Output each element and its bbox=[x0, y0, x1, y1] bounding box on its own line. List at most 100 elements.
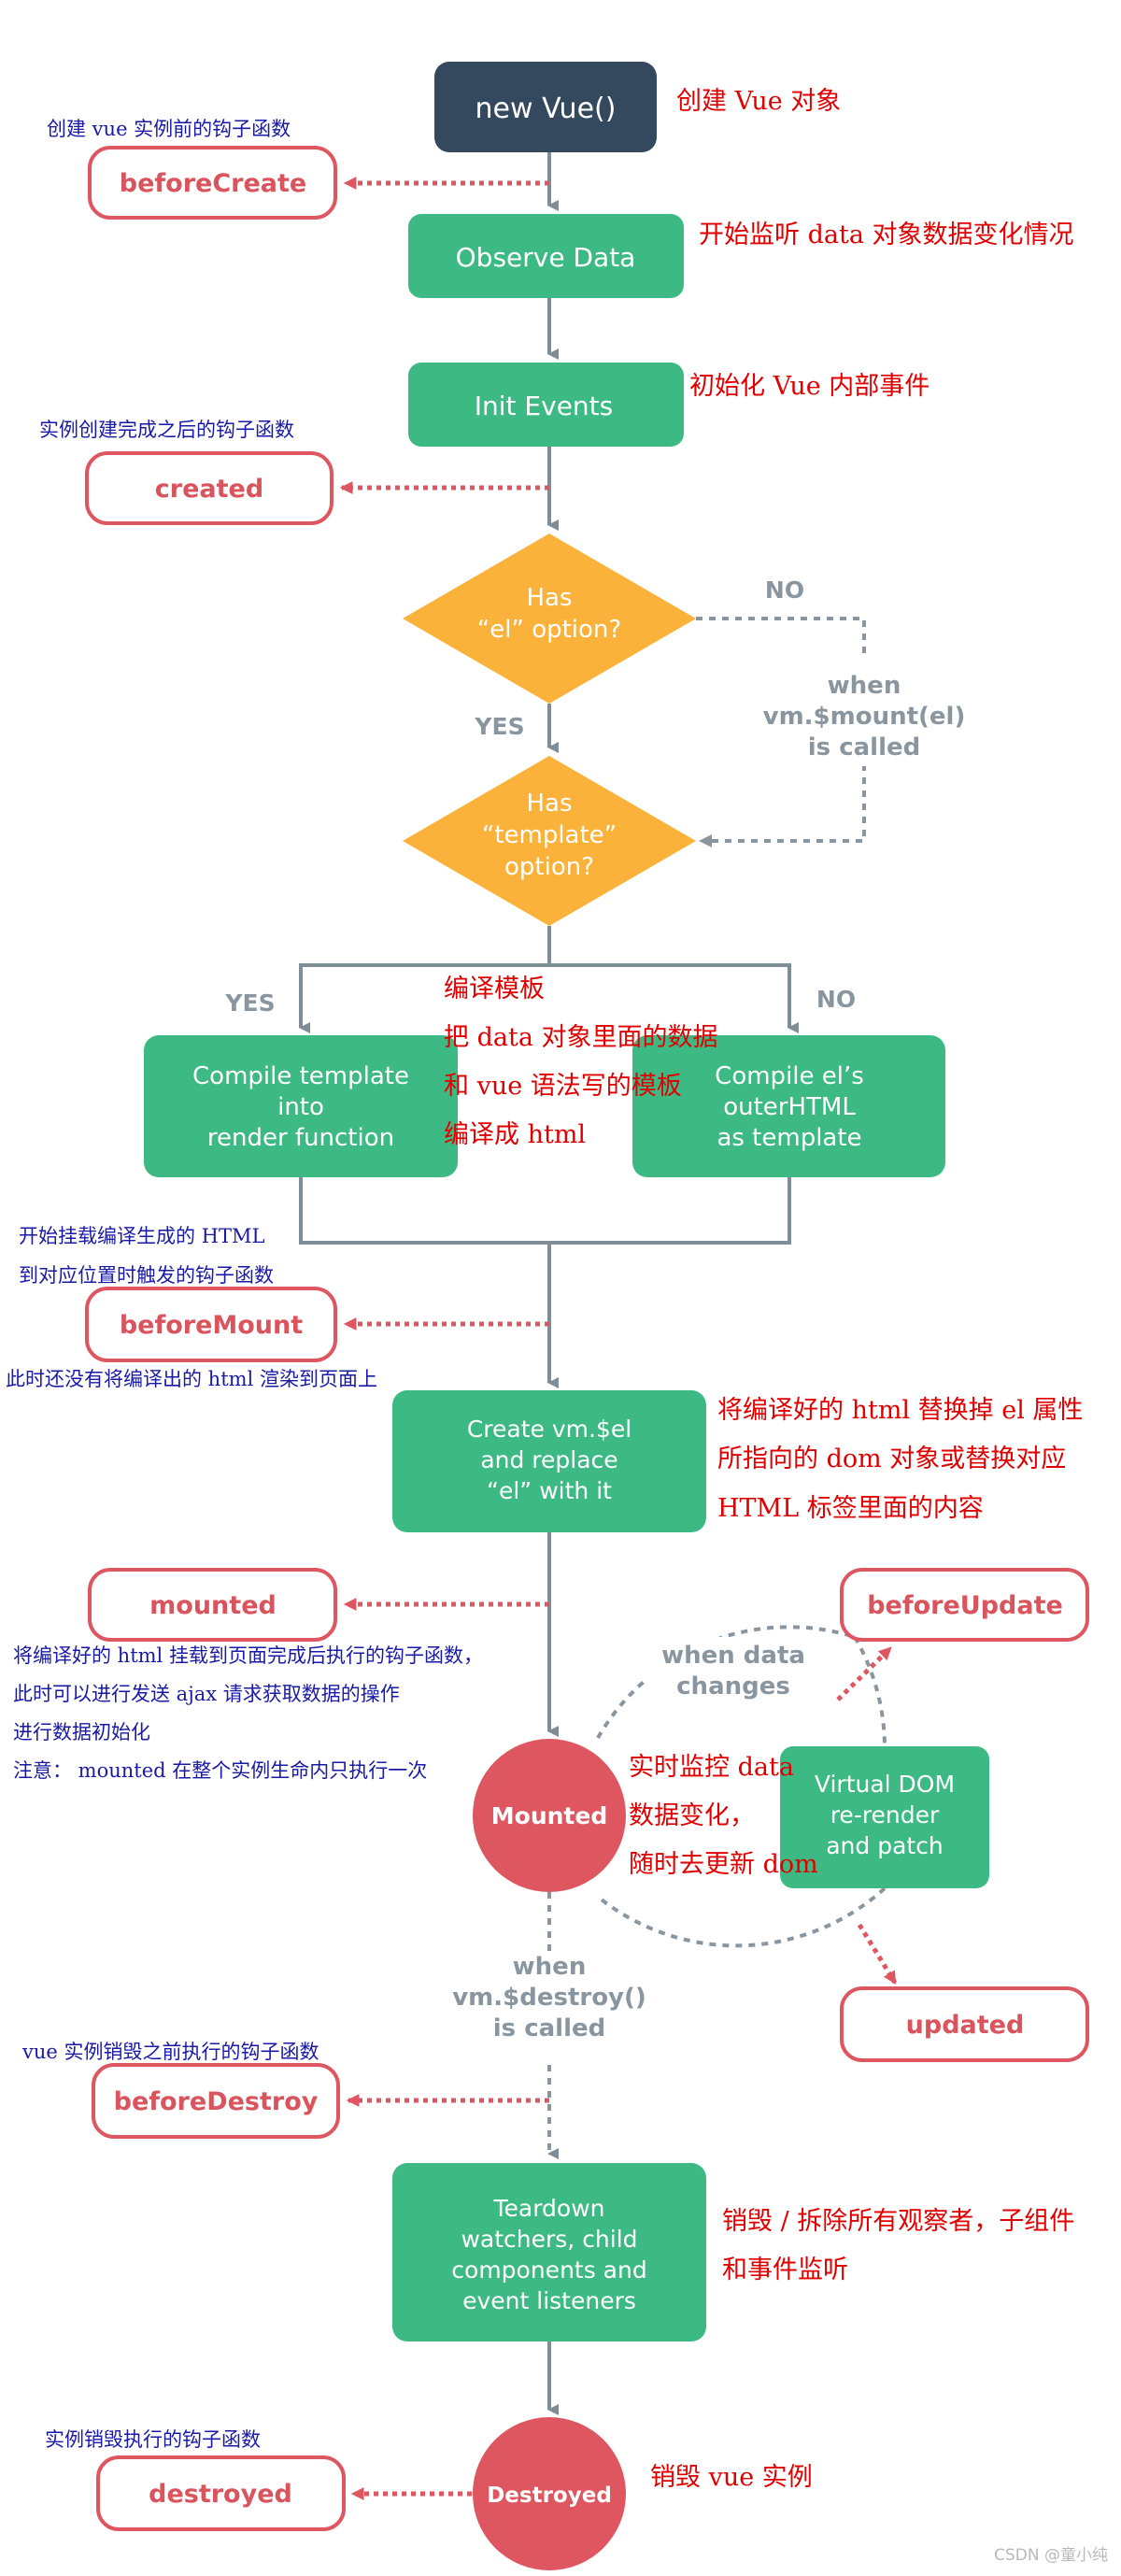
update-cycle-arc-right bbox=[853, 1635, 887, 1747]
when-destroy-line-1: when bbox=[513, 1953, 587, 1981]
note-mounted-1: 将编译好的 html 挂载到页面完成后执行的钩子函数， bbox=[13, 1644, 483, 1667]
update-cycle-arc-bottom bbox=[596, 1886, 887, 1948]
node-virtual-dom: Virtual DOM re-render and patch bbox=[780, 1746, 989, 1888]
yes-label-1: YES bbox=[474, 713, 524, 740]
yes-label-2: YES bbox=[224, 989, 275, 1017]
has-template-line-3: option? bbox=[504, 853, 594, 881]
hook-connectors bbox=[339, 177, 898, 2500]
node-compile-template: Compile template into render function bbox=[144, 1035, 458, 1177]
note-destroyed-hook: 实例销毁执行的钩子函数 bbox=[45, 2428, 261, 2451]
note-mounted-4: 注意： mounted 在整个实例生命内只执行一次 bbox=[13, 1759, 428, 1782]
flow-lines bbox=[299, 152, 799, 2415]
hook-before-destroy[interactable]: beforeDestroy bbox=[92, 2063, 340, 2139]
has-el-line-1: Has bbox=[526, 584, 572, 612]
note-compile-4: 编译成 html bbox=[444, 1120, 587, 1149]
note-init-events: 初始化 Vue 内部事件 bbox=[689, 372, 930, 401]
has-template-line-2: “template” bbox=[482, 821, 617, 849]
note-before-create: 创建 vue 实例前的钩子函数 bbox=[47, 118, 291, 140]
hook-before-update[interactable]: beforeUpdate bbox=[840, 1568, 1089, 1642]
connector-updated bbox=[857, 1923, 898, 1985]
virtual-dom-line-2: re-render bbox=[830, 1801, 940, 1829]
virtual-dom-line-1: Virtual DOM bbox=[815, 1771, 955, 1798]
no-label-2: NO bbox=[816, 986, 856, 1013]
compile-el-line-1: Compile el’s bbox=[715, 1062, 864, 1090]
when-destroy-line-2: vm.$destroy() bbox=[452, 1984, 646, 2012]
note-observe: 开始监听 data 对象数据变化情况 bbox=[699, 221, 1074, 249]
created-label: created bbox=[155, 475, 263, 504]
no-label-1: NO bbox=[765, 576, 804, 604]
virtual-dom-line-3: and patch bbox=[826, 1832, 944, 1859]
when-data-line-2: changes bbox=[676, 1672, 790, 1701]
hook-before-create[interactable]: beforeCreate bbox=[88, 146, 337, 220]
hook-updated[interactable]: updated bbox=[840, 1986, 1089, 2062]
compile-el-line-3: as template bbox=[717, 1124, 861, 1152]
destroyed-label: destroyed bbox=[149, 2480, 292, 2509]
when-mount-line-1: when bbox=[828, 672, 901, 700]
note-compile-3: 和 vue 语法写的模板 bbox=[444, 1072, 682, 1101]
hook-mounted[interactable]: mounted bbox=[88, 1568, 337, 1642]
updated-label: updated bbox=[906, 2011, 1025, 2040]
before-create-label: beforeCreate bbox=[120, 169, 306, 198]
node-new-vue: new Vue() bbox=[434, 62, 657, 152]
decision-has-template: Has “template” option? bbox=[403, 756, 696, 926]
has-el-line-2: “el” option? bbox=[477, 616, 621, 644]
teardown-line-4: event listeners bbox=[462, 2287, 636, 2314]
mounted-label: mounted bbox=[149, 1591, 277, 1620]
destroyed-state-label: Destroyed bbox=[487, 2483, 612, 2508]
compile-el-line-2: outerHTML bbox=[723, 1093, 856, 1121]
node-compile-el: Compile el’s outerHTML as template bbox=[632, 1035, 945, 1177]
state-mounted: Mounted bbox=[473, 1739, 626, 1892]
create-el-line-3: “el” with it bbox=[487, 1477, 612, 1504]
note-compile-1: 编译模板 bbox=[444, 975, 545, 1003]
has-template-line-1: Has bbox=[526, 790, 572, 818]
note-before-mount-after: 此时还没有将编译出的 html 渲染到页面上 bbox=[6, 1368, 377, 1390]
compile-template-line-1: Compile template bbox=[192, 1062, 409, 1090]
when-destroy-line-3: is called bbox=[493, 2014, 605, 2042]
hook-created[interactable]: created bbox=[85, 451, 333, 525]
note-create-el-1: 将编译好的 html 替换掉 el 属性 bbox=[717, 1396, 1084, 1425]
note-update-1: 实时监控 data bbox=[629, 1753, 794, 1782]
note-before-destroy: vue 实例销毁之前执行的钩子函数 bbox=[22, 2041, 319, 2063]
arrow-into-template bbox=[699, 834, 712, 847]
node-observe-data: Observe Data bbox=[408, 214, 684, 298]
before-destroy-label: beforeDestroy bbox=[114, 2087, 319, 2116]
when-data-line-1: when data bbox=[661, 1642, 805, 1670]
note-compile-2: 把 data 对象里面的数据 bbox=[444, 1023, 718, 1052]
mounted-state-label: Mounted bbox=[491, 1802, 607, 1829]
note-create-el-3: HTML 标签里面的内容 bbox=[717, 1494, 984, 1523]
note-teardown-2: 和事件监听 bbox=[722, 2256, 848, 2284]
watermark: CSDN @童小纯 bbox=[994, 2546, 1108, 2565]
note-before-mount-1: 开始挂载编译生成的 HTML bbox=[19, 1225, 265, 1247]
when-mount-bg bbox=[747, 654, 981, 766]
when-mount-line-2: vm.$mount(el) bbox=[763, 703, 966, 731]
hook-destroyed[interactable]: destroyed bbox=[96, 2455, 346, 2531]
new-vue-label: new Vue() bbox=[475, 93, 617, 125]
observe-data-label: Observe Data bbox=[456, 242, 636, 273]
before-mount-label: beforeMount bbox=[120, 1311, 303, 1340]
hook-before-mount[interactable]: beforeMount bbox=[85, 1287, 337, 1362]
node-create-el: Create vm.$el and replace “el” with it bbox=[392, 1390, 706, 1532]
compile-template-line-3: render function bbox=[207, 1124, 394, 1152]
teardown-line-3: components and bbox=[451, 2256, 646, 2284]
edge-split-no bbox=[549, 963, 799, 1033]
teardown-line-1: Teardown bbox=[492, 2195, 604, 2222]
note-update-2: 数据变化， bbox=[629, 1801, 755, 1830]
note-update-3: 随时去更新 dom bbox=[629, 1850, 818, 1879]
state-destroyed: Destroyed bbox=[473, 2417, 626, 2570]
create-el-line-1: Create vm.$el bbox=[467, 1416, 631, 1443]
teardown-line-2: watchers, child bbox=[461, 2226, 637, 2253]
note-created: 实例创建完成之后的钩子函数 bbox=[39, 419, 294, 441]
edge-compile-merge bbox=[299, 1177, 791, 1245]
note-new-vue: 创建 Vue 对象 bbox=[676, 87, 842, 116]
note-create-el-2: 所指向的 dom 对象或替换对应 bbox=[717, 1445, 1067, 1473]
note-mounted-3: 进行数据初始化 bbox=[13, 1721, 150, 1743]
connector-before-update bbox=[836, 1646, 892, 1701]
note-mounted-2: 此时可以进行发送 ajax 请求获取数据的操作 bbox=[13, 1683, 400, 1705]
note-before-mount-2: 到对应位置时触发的钩子函数 bbox=[19, 1264, 274, 1287]
note-destroyed-state: 销毁 vue 实例 bbox=[650, 2463, 813, 2492]
node-init-events: Init Events bbox=[408, 363, 684, 447]
decision-has-el: Has “el” option? bbox=[403, 534, 696, 704]
edge-split-yes bbox=[299, 963, 549, 1033]
before-update-label: beforeUpdate bbox=[867, 1591, 1063, 1620]
